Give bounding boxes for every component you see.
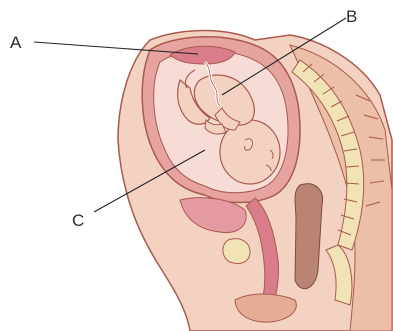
label-c: C	[72, 211, 84, 230]
pubic-bone	[223, 239, 250, 264]
anatomy-illustration	[118, 31, 392, 331]
label-b: B	[346, 7, 357, 26]
label-a: A	[10, 33, 22, 52]
